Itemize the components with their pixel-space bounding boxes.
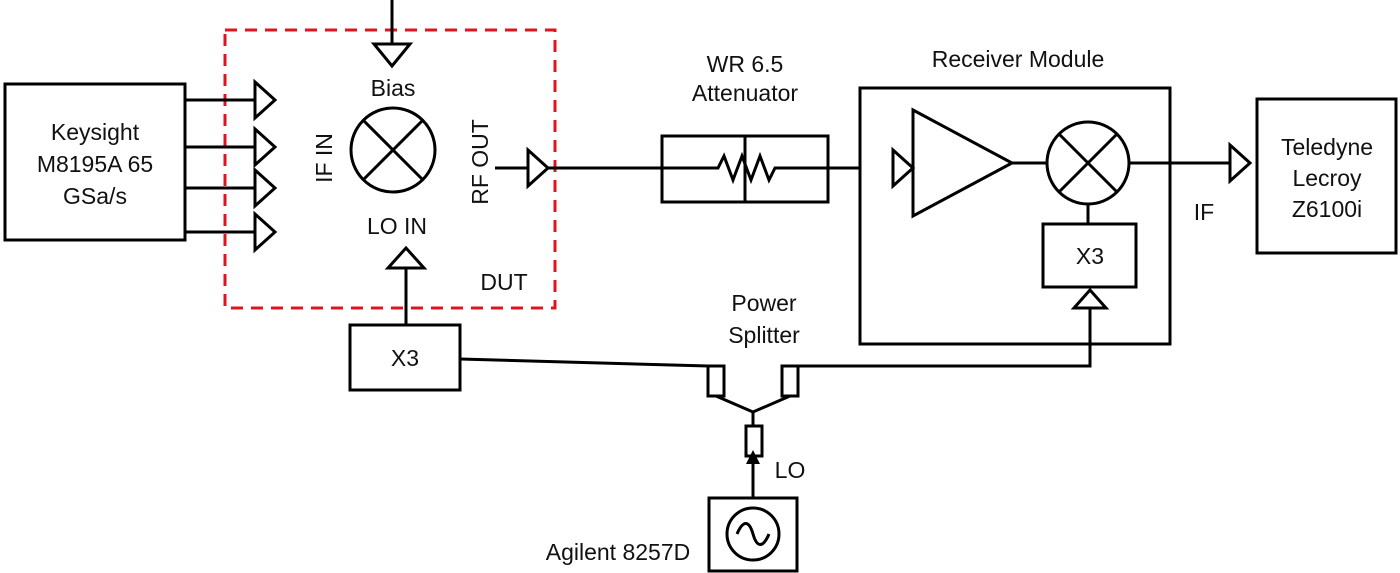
keysight-awg-box <box>3 82 187 242</box>
amplifier-icon <box>911 107 1016 219</box>
scope-label-line2: Lecroy <box>1292 165 1362 191</box>
lo-x3-label: X3 <box>391 345 419 371</box>
if-label: IF <box>1194 199 1214 225</box>
teledyne-scope-box <box>1255 97 1398 255</box>
rf-out-arrow-icon <box>526 146 551 190</box>
input-arrow-icon <box>253 166 278 210</box>
bias-label: Bias <box>371 75 416 101</box>
lo-x3-box <box>348 323 462 392</box>
awg-label-line3: GSa/s <box>63 183 127 209</box>
attenuator-label-line2: Attenuator <box>692 80 798 106</box>
lo-in-arrow-icon <box>384 245 428 270</box>
splitter-label-line2: Splitter <box>728 322 800 348</box>
dut-label: DUT <box>480 269 527 295</box>
receiver-x3-label: X3 <box>1076 243 1104 269</box>
dut-mixer-icon <box>349 106 437 194</box>
bias-arrow-icon <box>370 42 414 69</box>
sine-source-icon <box>725 506 781 562</box>
lo-label: LO <box>775 457 806 483</box>
input-arrow-icon <box>253 78 278 122</box>
power-splitter-icon <box>459 308 1092 498</box>
input-arrow-icon <box>253 210 278 254</box>
scope-label-line3: Z6100i <box>1292 196 1362 222</box>
receiver-module-box <box>858 86 1172 346</box>
receiver-input-arrow-icon <box>891 146 916 190</box>
bias-input <box>370 0 414 69</box>
attenuator-label-line1: WR 6.5 <box>707 51 784 77</box>
lo-in-label: LO IN <box>367 213 427 239</box>
receiver-x3-box <box>1041 222 1138 289</box>
receiver-module-title: Receiver Module <box>932 46 1105 72</box>
input-arrow-icon <box>253 125 278 169</box>
signal-generator-label: Agilent 8257D <box>546 539 691 565</box>
if-arrow-icon <box>1228 141 1253 185</box>
awg-output-lines <box>185 78 278 254</box>
scope-label-line1: Teledyne <box>1281 134 1373 160</box>
attenuator-icon <box>660 134 830 204</box>
rf-out-port <box>495 146 551 190</box>
awg-label-line2: M8195A 65 <box>37 151 153 177</box>
lo-arrow-icon <box>746 450 760 464</box>
awg-label-line1: Keysight <box>51 119 140 145</box>
if-in-label: IF IN <box>311 133 337 183</box>
rf-out-label: RF OUT <box>467 119 493 205</box>
splitter-label-line1: Power <box>731 290 797 316</box>
